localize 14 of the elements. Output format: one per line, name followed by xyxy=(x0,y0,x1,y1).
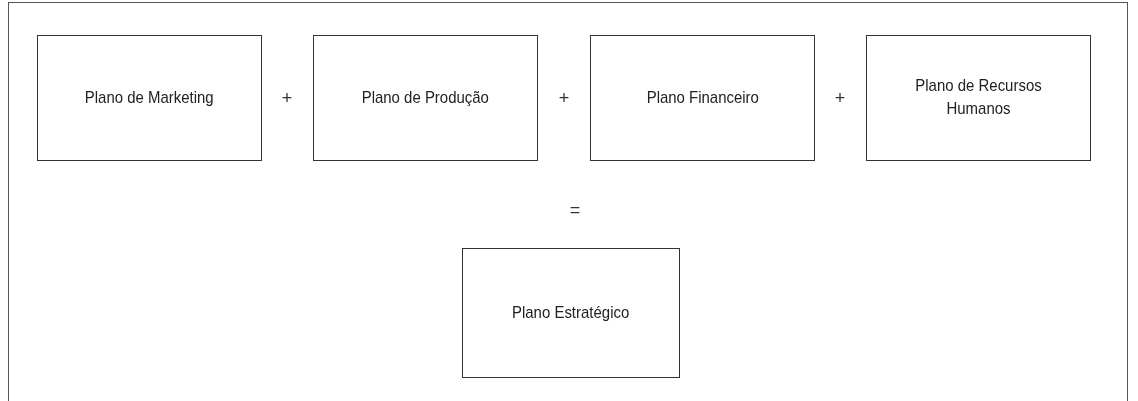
plan-box xyxy=(37,35,262,161)
plan-box xyxy=(590,35,815,161)
plan-box xyxy=(313,35,538,161)
plan-box xyxy=(462,248,680,378)
box-label: Plano de Produção xyxy=(360,86,491,109)
box-label: Plano Financeiro xyxy=(645,86,760,109)
box-label: Plano de Recursos Humanos xyxy=(914,75,1043,120)
operator-sign: + xyxy=(834,87,846,109)
plan-box xyxy=(866,35,1091,161)
box-label: Plano de Marketing xyxy=(84,86,215,109)
operator-sign: + xyxy=(281,87,293,109)
box-label: Plano Estratégico xyxy=(511,301,631,324)
operator-sign: = xyxy=(569,199,581,221)
operator-sign: + xyxy=(558,87,570,109)
